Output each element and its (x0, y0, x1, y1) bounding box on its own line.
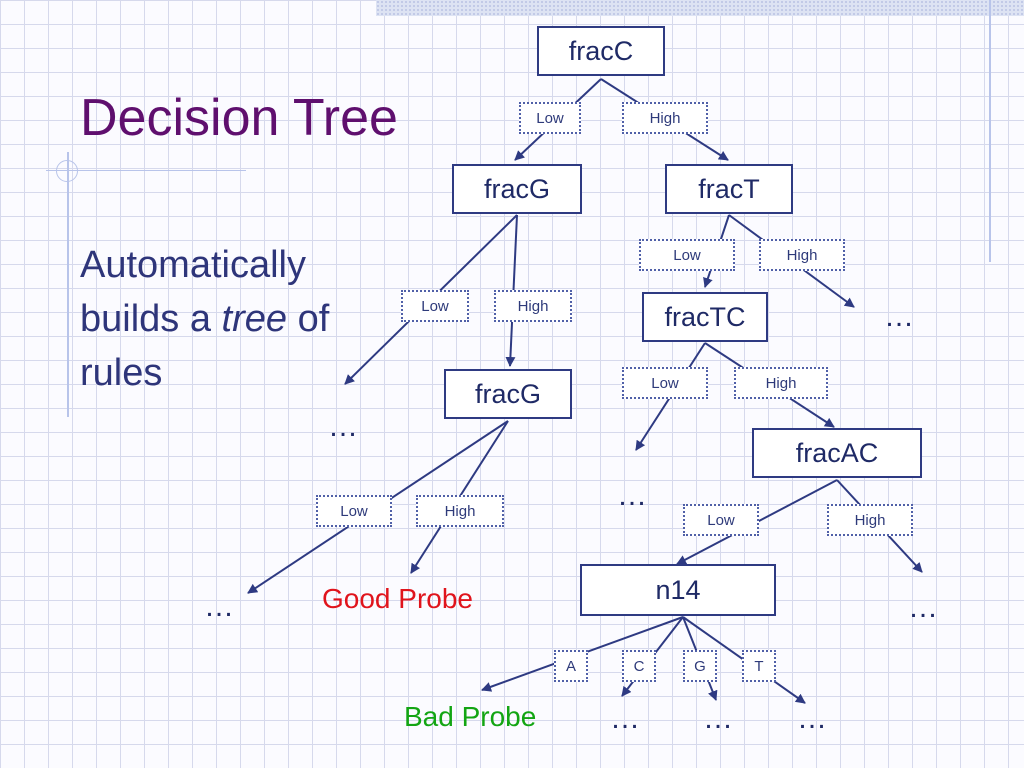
branch-label-fracTC-low: Low (622, 367, 708, 399)
branch-label-fracG2-low: Low (316, 495, 392, 527)
top-decoration-strip (376, 0, 1024, 16)
branch-label-n14-c: C (622, 650, 656, 682)
branch-label-n14-g: G (683, 650, 717, 682)
slide-title: Decision Tree (80, 89, 398, 147)
decorative-circle (56, 160, 78, 182)
decorative-line-left (67, 152, 69, 417)
bad-probe-label: Bad Probe (404, 701, 537, 732)
branch-label-fracG-high: High (494, 290, 572, 322)
good-probe-label: Good Probe (322, 583, 473, 614)
slide-subtitle: Automatically builds a tree of rules (80, 238, 370, 400)
branch-label-root-low: Low (519, 102, 581, 134)
subtitle-emphasis: tree (221, 298, 288, 340)
subtitle-text: Automatically builds a (80, 244, 306, 340)
branch-label-fracAC-low: Low (683, 504, 759, 536)
node-fracTC: fracTC (642, 292, 768, 342)
node-n14: n14 (580, 564, 776, 616)
ellipsis-fracTC-low: … (617, 479, 647, 512)
node-fracAC: fracAC (752, 428, 922, 478)
branch-label-fracG2-high: High (416, 495, 504, 527)
branch-label-fracAC-high: High (827, 504, 913, 536)
branch-label-fracT-low: Low (639, 239, 735, 271)
branch-label-n14-t: T (742, 650, 776, 682)
branch-label-fracT-high: High (759, 239, 845, 271)
node-fracT: fracT (665, 164, 793, 214)
ellipsis-n14-t: … (797, 702, 827, 735)
branch-label-fracG-low: Low (401, 290, 469, 322)
ellipsis-fracT-high: … (884, 300, 914, 333)
subtitle-text-end: of rules (80, 298, 330, 394)
ellipsis-n14-c: … (610, 702, 640, 735)
decorative-line-horizontal (46, 170, 246, 171)
decorative-line-right (989, 0, 991, 262)
ellipsis-n14-g: … (703, 702, 733, 735)
branch-label-n14-a: A (554, 650, 588, 682)
node-fracG: fracG (452, 164, 582, 214)
ellipsis-fracAC-high: … (908, 591, 938, 624)
node-fracC: fracC (537, 26, 665, 76)
ellipsis-fracG-low: … (328, 410, 358, 443)
branch-label-fracTC-high: High (734, 367, 828, 399)
branch-label-root-high: High (622, 102, 708, 134)
node-fracG-second: fracG (444, 369, 572, 419)
ellipsis-fracG2-low: … (204, 590, 234, 623)
